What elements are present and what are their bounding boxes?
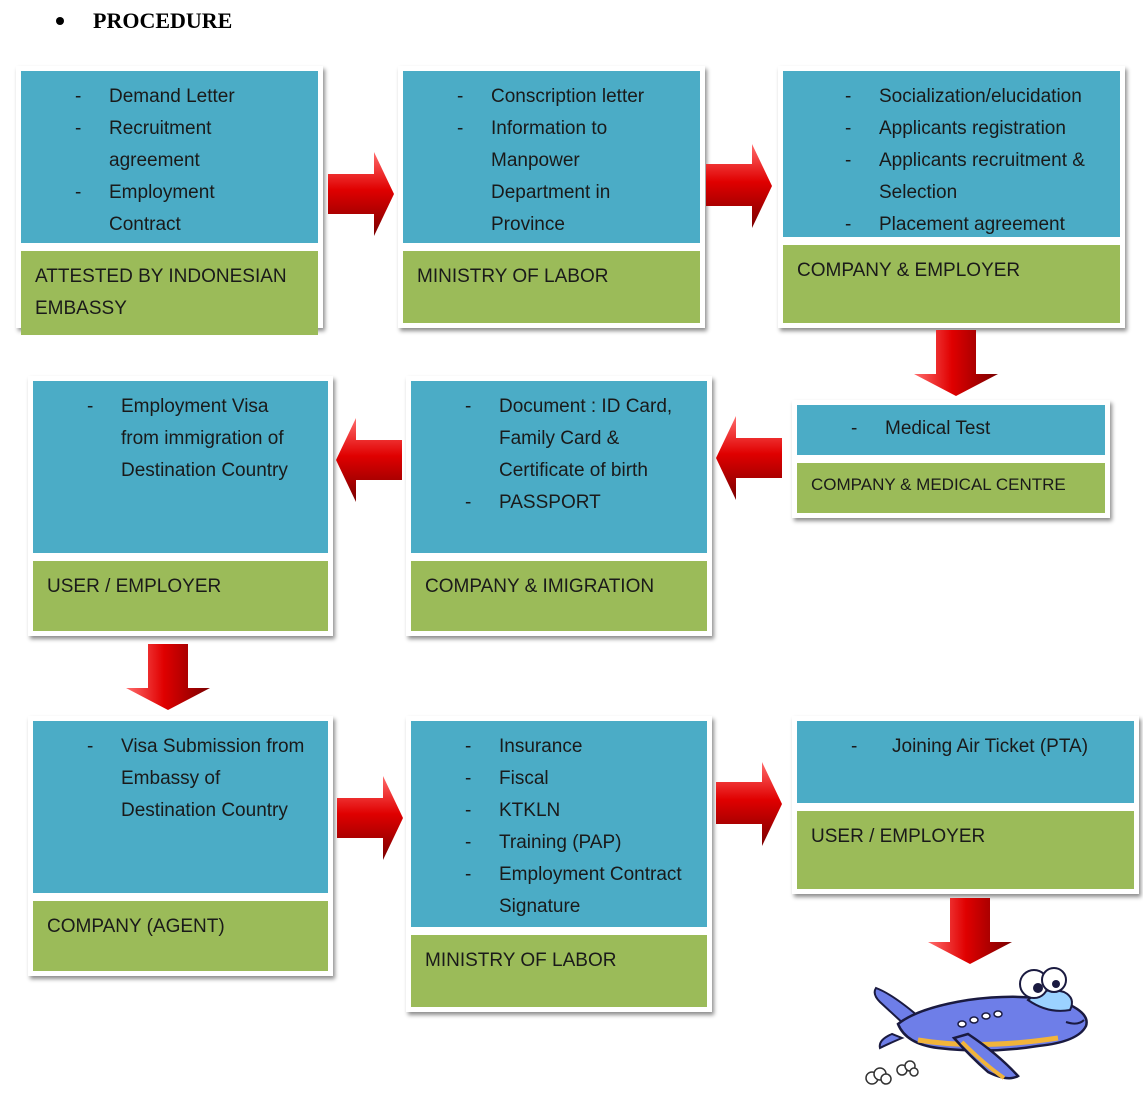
red-block-arrow-icon [716,416,782,500]
step-6-item: Employment Visa from immigration of Dest… [33,391,320,487]
step-box-5: Document : ID Card, Family Card & Certif… [406,376,712,636]
step-8-list-panel: Insurance Fiscal KTKLN Training (PAP) Em… [411,721,707,927]
step-8-item: Training (PAP) [411,827,699,859]
cartoon-airplane-icon [865,967,1088,1085]
red-block-arrow-icon [716,762,782,846]
step-7-items: Visa Submission from Embassy of Destinat… [33,731,320,827]
step-3-label: COMPANY & EMPLOYER [783,245,1120,323]
step-5-label: COMPANY & IMIGRATION [411,561,707,631]
step-9-items: Joining Air Ticket (PTA) [797,731,1126,763]
step-2-item: Conscription letter [403,81,692,113]
step-box-4: Medical Test COMPANY & MEDICAL CENTRE [792,400,1110,518]
step-1-items: Demand Letter Recruitment agreement Empl… [21,81,310,241]
step-1-list-panel: Demand Letter Recruitment agreement Empl… [21,71,318,243]
red-block-arrow-icon [126,644,210,710]
step-2-item: Information to Manpower Department in Pr… [403,113,692,241]
step-6-items: Employment Visa from immigration of Dest… [33,391,320,487]
step-5-list-panel: Document : ID Card, Family Card & Certif… [411,381,707,553]
step-9-item: Joining Air Ticket (PTA) [797,731,1126,763]
step-9-label: USER / EMPLOYER [797,811,1134,889]
step-5-item: PASSPORT [411,487,699,519]
step-2-list-panel: Conscription letter Information to Manpo… [403,71,700,243]
step-4-items: Medical Test [797,413,1097,445]
step-8-item: Insurance [411,731,699,763]
step-box-8: Insurance Fiscal KTKLN Training (PAP) Em… [406,716,712,1012]
step-3-item: Placement agreement [791,209,1112,237]
step-8-item: Employment Contract Signature [411,859,699,923]
step-8-item: KTKLN [411,795,699,827]
bullet-icon [56,17,64,25]
step-3-list-panel: Socialization/elucidation Applicants reg… [783,71,1120,237]
step-2-label: MINISTRY OF LABOR [403,251,700,323]
step-4-list-panel: Medical Test [797,405,1105,455]
step-3-item: Applicants registration [791,113,1112,145]
step-8-item: Fiscal [411,763,699,795]
red-block-arrow-icon [328,152,394,236]
step-box-2: Conscription letter Information to Manpo… [398,66,705,328]
step-9-list-panel: Joining Air Ticket (PTA) [797,721,1134,803]
step-box-9: Joining Air Ticket (PTA) USER / EMPLOYER [792,716,1139,894]
step-7-list-panel: Visa Submission from Embassy of Destinat… [33,721,328,893]
red-block-arrow-icon [914,330,998,396]
red-block-arrow-icon [928,898,1012,964]
step-6-list-panel: Employment Visa from immigration of Dest… [33,381,328,553]
step-2-items: Conscription letter Information to Manpo… [403,81,692,241]
step-box-7: Visa Submission from Embassy of Destinat… [28,716,333,976]
red-block-arrow-icon [336,418,402,502]
step-box-3: Socialization/elucidation Applicants reg… [778,66,1125,328]
red-block-arrow-icon [706,144,772,228]
step-7-item: Visa Submission from Embassy of Destinat… [33,731,320,827]
step-box-6: Employment Visa from immigration of Dest… [28,376,333,636]
step-3-item: Socialization/elucidation [791,81,1112,113]
step-1-item: Employment Contract [21,177,310,241]
step-3-items: Socialization/elucidation Applicants reg… [791,81,1112,237]
step-5-item: Document : ID Card, Family Card & Certif… [411,391,699,487]
step-8-items: Insurance Fiscal KTKLN Training (PAP) Em… [411,731,699,923]
step-3-item: Applicants recruitment & Selection [791,145,1112,209]
step-1-label: ATTESTED BY INDONESIAN EMBASSY [21,251,318,335]
step-1-item: Demand Letter [21,81,310,113]
step-1-item: Recruitment agreement [21,113,310,177]
step-6-label: USER / EMPLOYER [33,561,328,631]
step-7-label: COMPANY (AGENT) [33,901,328,971]
heading-text: PROCEDURE [93,8,233,33]
procedure-heading: PROCEDURE [56,6,232,36]
step-4-item: Medical Test [797,413,1097,445]
red-block-arrow-icon [337,776,403,860]
step-5-items: Document : ID Card, Family Card & Certif… [411,391,699,519]
step-4-label: COMPANY & MEDICAL CENTRE [797,463,1105,513]
step-box-1: Demand Letter Recruitment agreement Empl… [16,66,323,335]
step-8-label: MINISTRY OF LABOR [411,935,707,1007]
